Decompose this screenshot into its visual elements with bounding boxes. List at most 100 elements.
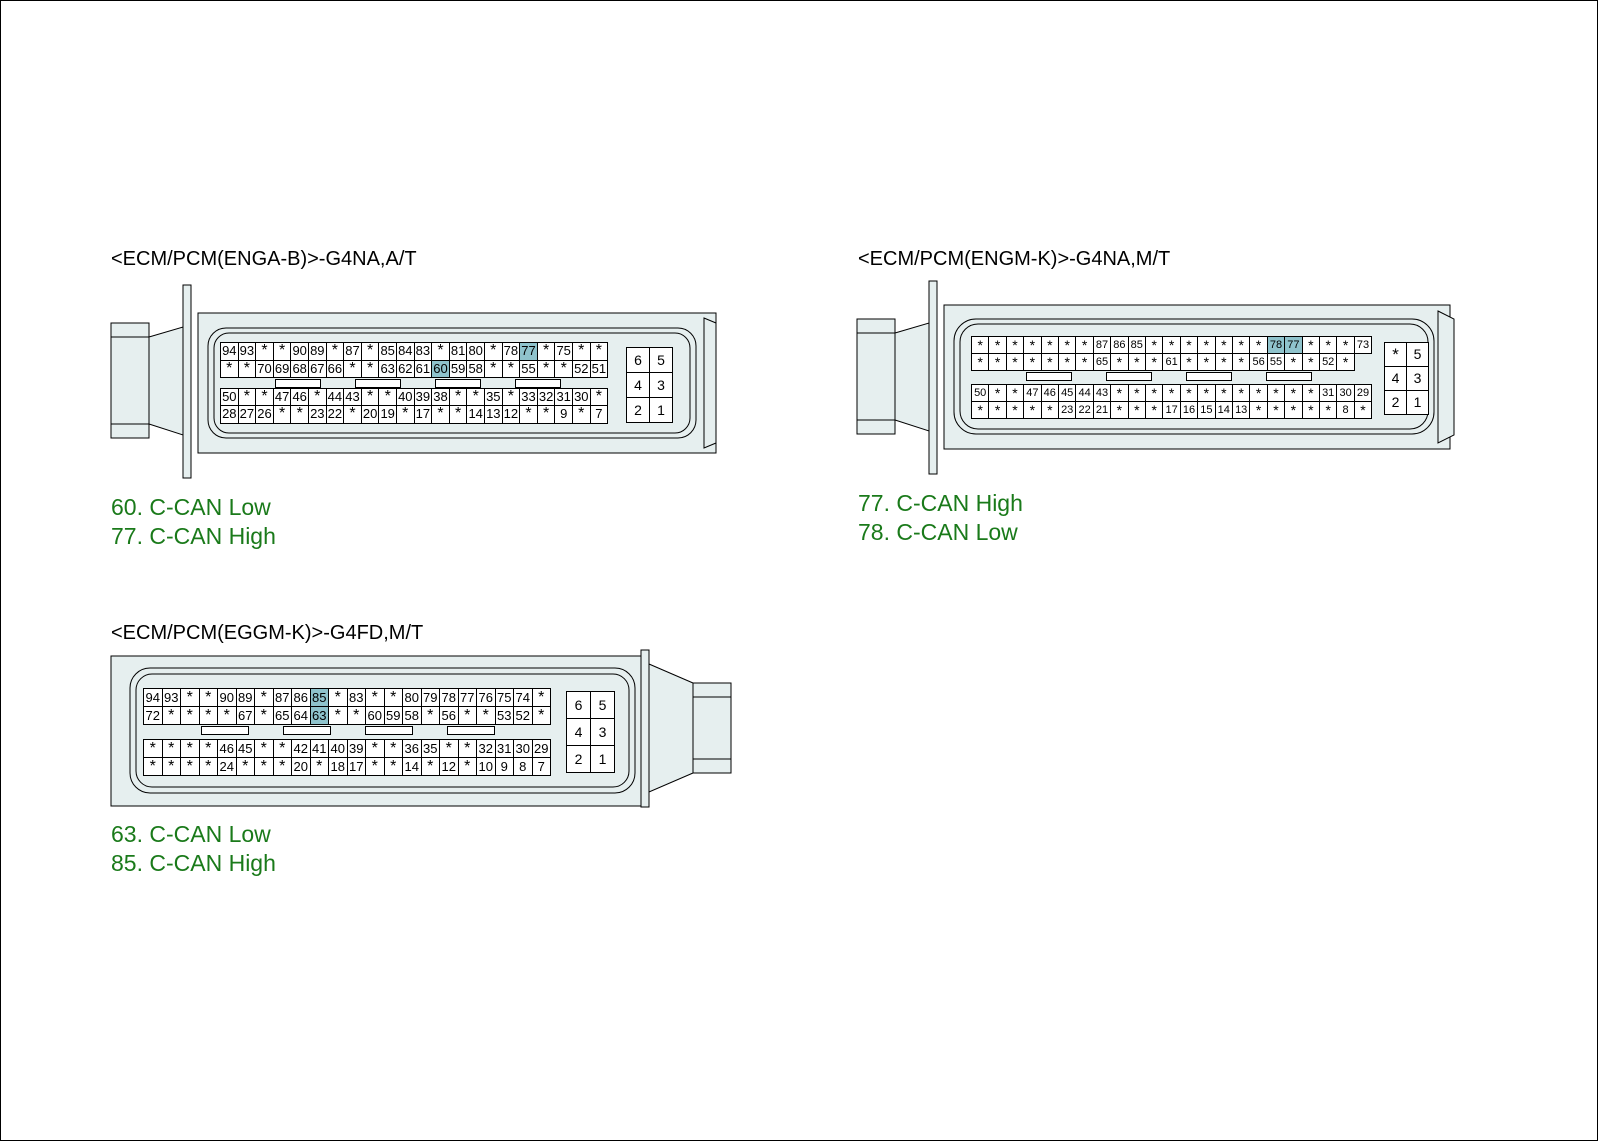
pin-unused: * xyxy=(1040,336,1059,354)
pin-unused: * xyxy=(1075,353,1094,371)
pin-unused: * xyxy=(484,342,503,361)
pin-20: 20 xyxy=(291,756,311,776)
pin-unused: * xyxy=(378,387,397,407)
pin-43: 43 xyxy=(343,387,362,407)
pin-46: 46 xyxy=(217,738,237,758)
pin-unused: * xyxy=(1214,336,1233,354)
pin-52: 52 xyxy=(572,359,591,378)
pin-unused: * xyxy=(1232,353,1251,371)
key-slot xyxy=(365,726,413,735)
pin-35: 35 xyxy=(420,738,440,758)
pin-56: 56 xyxy=(1249,353,1268,371)
legend-item: 63. C-CAN Low xyxy=(111,821,271,847)
pin-55: 55 xyxy=(519,359,538,378)
pin-30: 30 xyxy=(513,738,533,758)
pin-24: 24 xyxy=(217,756,237,776)
aux-pin-5: 5 xyxy=(590,691,615,719)
aux-pin-2: 2 xyxy=(566,745,591,773)
pin-unused: * xyxy=(1058,353,1077,371)
pin-15: 15 xyxy=(1197,400,1216,419)
connector-title-engm-k: <ECM/PCM(ENGM-K)>-G4NA,M/T xyxy=(858,248,1171,270)
pin-unused: * xyxy=(272,342,292,361)
pin-87: 87 xyxy=(272,688,292,707)
pin-unused: * xyxy=(255,387,274,407)
pin-29: 29 xyxy=(531,738,551,758)
pin-8: 8 xyxy=(513,756,533,776)
pin-unused: * xyxy=(255,342,274,361)
pin-unused: * xyxy=(572,405,591,424)
aux-pin-1: 1 xyxy=(1406,390,1429,415)
aux-pin-2: 2 xyxy=(626,397,650,423)
aux-pin-2: 2 xyxy=(1384,390,1407,415)
pin-36: 36 xyxy=(402,738,422,758)
pin-unused: * xyxy=(1005,383,1025,402)
pin-58: 58 xyxy=(466,359,485,378)
pin-79: 79 xyxy=(420,688,440,707)
pin-19: 19 xyxy=(378,405,397,424)
pin-unused: * xyxy=(589,342,609,361)
aux-pin-unused: * xyxy=(1384,342,1407,367)
legend-engm-k: 77. C-CAN High 78. C-CAN Low xyxy=(858,489,1023,547)
aux-pin-1: 1 xyxy=(590,745,615,773)
aux-pin-5: 5 xyxy=(649,347,673,373)
pin-unused: * xyxy=(536,405,556,424)
pin-unused: * xyxy=(217,706,237,725)
pin-unused: * xyxy=(161,756,181,776)
pin-unused: * xyxy=(457,756,477,776)
pin-unused: * xyxy=(1145,336,1164,354)
pin-75: 75 xyxy=(494,688,514,707)
aux-pin-6: 6 xyxy=(626,347,650,373)
key-slot xyxy=(355,379,401,388)
pin-85: 85 xyxy=(378,342,397,361)
pin-unused: * xyxy=(988,353,1007,371)
pin-unused: * xyxy=(1145,400,1164,419)
pin-unused: * xyxy=(531,706,551,725)
pin-unused: * xyxy=(1353,400,1373,419)
pin-55: 55 xyxy=(1266,353,1286,371)
pin-unused: * xyxy=(346,706,366,725)
aux-pin-1: 1 xyxy=(649,397,673,423)
aux-pin-4: 4 xyxy=(1384,366,1407,391)
pin-77: 77 xyxy=(1284,336,1303,354)
pin-13: 13 xyxy=(1232,400,1251,419)
pin-unused: * xyxy=(325,342,345,361)
pin-63: 63 xyxy=(378,359,397,378)
pin-unused: * xyxy=(971,400,990,419)
pin-unused: * xyxy=(971,336,990,354)
pin-unused: * xyxy=(439,738,459,758)
pin-43: 43 xyxy=(1092,383,1112,402)
pin-unused: * xyxy=(328,688,348,707)
pin-unused: * xyxy=(1110,400,1129,419)
pin-39: 39 xyxy=(346,738,366,758)
pin-47: 47 xyxy=(272,387,292,407)
pin-unused: * xyxy=(1110,383,1129,402)
pin-40: 40 xyxy=(328,738,348,758)
pin-10: 10 xyxy=(476,756,496,776)
pin-unused: * xyxy=(431,342,450,361)
pin-78: 78 xyxy=(1266,336,1286,354)
pin-unused: * xyxy=(180,688,200,707)
pin-67: 67 xyxy=(235,706,255,725)
pin-unused: * xyxy=(589,387,609,407)
pin-unused: * xyxy=(1301,383,1320,402)
pin-unused: * xyxy=(420,706,440,725)
pin-unused: * xyxy=(180,756,200,776)
pin-unused: * xyxy=(1023,400,1042,419)
pin-61: 61 xyxy=(1162,353,1181,371)
pin-unused: * xyxy=(536,359,556,378)
pin-unused: * xyxy=(448,387,468,407)
pin-31: 31 xyxy=(494,738,514,758)
pin-93: 93 xyxy=(237,342,257,361)
pin-unused: * xyxy=(1319,400,1338,419)
pin-63: 63 xyxy=(309,706,329,725)
pin-unused: * xyxy=(180,738,200,758)
aux-pin-3: 3 xyxy=(1406,366,1429,391)
legend-item: 77. C-CAN High xyxy=(111,523,276,549)
legend-item: 60. C-CAN Low xyxy=(111,494,271,520)
pin-86: 86 xyxy=(1110,336,1129,354)
pin-unused: * xyxy=(1232,336,1251,354)
pin-unused: * xyxy=(1040,400,1059,419)
pin-46: 46 xyxy=(1040,383,1059,402)
pin-44: 44 xyxy=(1075,383,1094,402)
pin-12: 12 xyxy=(439,756,459,776)
